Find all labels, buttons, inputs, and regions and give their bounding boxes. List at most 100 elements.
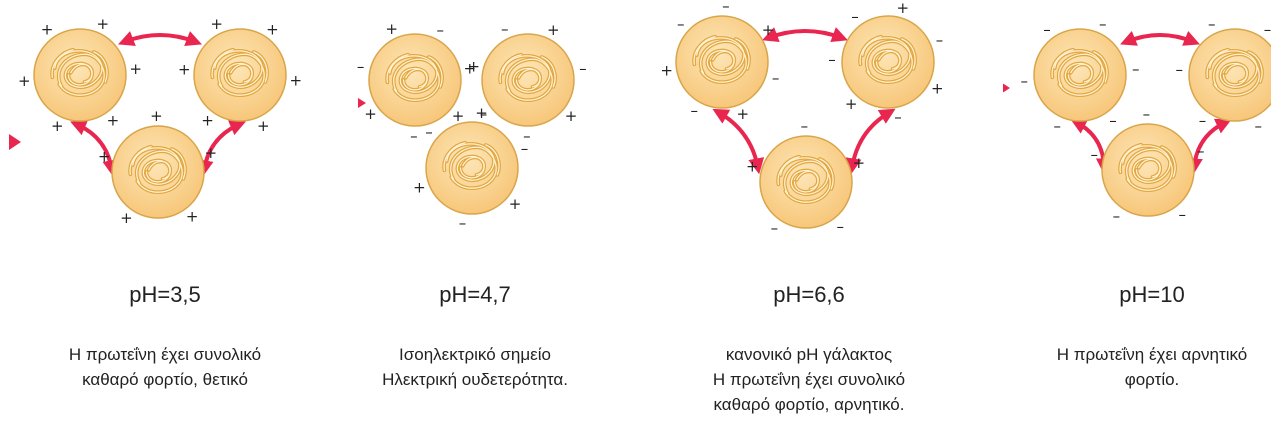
negative-charge: – — [480, 105, 488, 123]
arrows-layer — [70, 27, 1232, 177]
positive-charge: + — [762, 21, 775, 39]
protein-globule — [33, 28, 127, 122]
charges-layer: ++++++++++++++++++–++–+––+–+––++–+–+–––+… — [18, 0, 1271, 237]
pointer-marker — [9, 134, 21, 150]
repulsion-arrow — [845, 108, 896, 175]
negative-charge: – — [1175, 61, 1183, 79]
globules-layer — [33, 15, 1271, 229]
negative-charge: – — [836, 217, 844, 235]
positive-charge: + — [96, 15, 109, 33]
positive-charge: + — [41, 21, 54, 39]
positive-charge: + — [475, 104, 488, 122]
repulsion-arrow — [1120, 30, 1200, 46]
negative-charge: – — [894, 108, 902, 126]
positive-charge: + — [186, 207, 199, 225]
negative-charge: – — [1113, 207, 1121, 225]
description-line: Ηλεκτρική ουδετερότητα. — [382, 370, 568, 389]
positive-charge: + — [51, 117, 64, 135]
positive-charge: + — [178, 61, 191, 79]
positive-charge: + — [452, 107, 465, 125]
description-line: Η πρωτεΐνη έχει συνολικό — [68, 345, 262, 364]
negative-charge: – — [691, 102, 699, 120]
description-line: Η πρωτεΐνη έχει συνολικό — [712, 370, 906, 389]
description-line: καθαρό φορτίο, αρνητικό. — [713, 395, 905, 414]
negative-charge: – — [459, 214, 467, 232]
protein-globule — [1101, 123, 1195, 217]
positive-charge: + — [18, 72, 31, 90]
negative-charge: – — [425, 123, 433, 141]
negative-charge: – — [801, 117, 809, 135]
positive-charge: + — [509, 195, 522, 213]
positive-charge: + — [98, 147, 111, 165]
protein-globule — [111, 125, 205, 219]
positive-charge: + — [266, 20, 279, 38]
positive-charge: + — [129, 60, 142, 78]
positive-charge: + — [364, 105, 377, 123]
negative-charge: – — [1043, 21, 1051, 39]
protein-globule — [425, 121, 519, 215]
positive-charge: + — [547, 21, 560, 39]
protein-globule — [1033, 28, 1127, 122]
negative-charge: – — [828, 51, 836, 69]
panel-description: κανονικό pH γάλακτος Η πρωτεΐνη έχει συν… — [659, 342, 959, 417]
negative-charge: – — [1091, 145, 1099, 163]
negative-charge: – — [677, 15, 685, 33]
negative-charge: – — [1197, 142, 1205, 160]
description-line: φορτίο. — [1124, 370, 1180, 389]
protein-globule — [193, 28, 287, 122]
positive-charge: + — [897, 0, 910, 17]
negative-charge: – — [1255, 117, 1263, 135]
repulsion-arrow — [1186, 118, 1232, 175]
negative-charge: – — [523, 127, 531, 145]
negative-charge: – — [771, 219, 779, 237]
negative-charge: – — [1054, 117, 1062, 135]
description-line: Ισοηλεκτρικό σημείο — [399, 345, 551, 364]
positive-charge: + — [385, 20, 398, 38]
positive-charge: + — [210, 15, 223, 33]
negative-charge: – — [722, 0, 730, 15]
positive-charge: + — [289, 71, 302, 89]
markers-layer — [9, 83, 1010, 150]
description-line: κανονικό pH γάλακτος — [725, 345, 893, 364]
protein-globule — [759, 135, 853, 229]
negative-charge: – — [1208, 15, 1216, 33]
positive-charge: + — [660, 62, 673, 80]
negative-charge: – — [437, 21, 445, 39]
panel-description: Η πρωτεΐνη έχει αρνητικό φορτίο. — [1002, 342, 1271, 392]
negative-charge: – — [410, 127, 418, 145]
repulsion-arrow — [118, 31, 202, 46]
ph-label: pH=4,7 — [439, 282, 511, 307]
protein-globule — [675, 15, 769, 109]
negative-charge: – — [772, 69, 780, 87]
description-line: Η πρωτεΐνη έχει αρνητικό — [1056, 345, 1248, 364]
repulsion-arrow — [712, 108, 765, 175]
negative-charge: – — [1132, 60, 1140, 78]
positive-charge: + — [204, 144, 217, 162]
negative-charge: – — [1099, 15, 1107, 33]
protein-globule — [481, 33, 575, 127]
negative-charge: – — [936, 31, 944, 49]
protein-globule — [1188, 28, 1271, 122]
positive-charge: + — [467, 57, 480, 75]
negative-charge: – — [1264, 20, 1271, 38]
positive-charge: + — [464, 60, 477, 78]
negative-charge: – — [1178, 205, 1186, 223]
negative-charge: – — [521, 140, 529, 158]
negative-charge: – — [357, 57, 365, 75]
pointer-marker — [358, 98, 366, 108]
repulsion-arrow — [70, 120, 119, 177]
protein-globule — [368, 33, 462, 127]
positive-charge: + — [852, 154, 865, 172]
negative-charge: – — [579, 60, 587, 78]
ph-label: pH=3,5 — [129, 282, 201, 307]
positive-charge: + — [737, 105, 750, 123]
protein-globule — [841, 15, 935, 109]
positive-charge: + — [120, 209, 133, 227]
positive-charge: + — [257, 117, 270, 135]
negative-charge: – — [851, 8, 859, 26]
positive-charge: + — [746, 157, 759, 175]
positive-charge: + — [150, 107, 163, 125]
positive-charge: + — [931, 79, 944, 97]
panel-description: Η πρωτεΐνη έχει συνολικό καθαρό φορτίο, … — [15, 342, 315, 392]
